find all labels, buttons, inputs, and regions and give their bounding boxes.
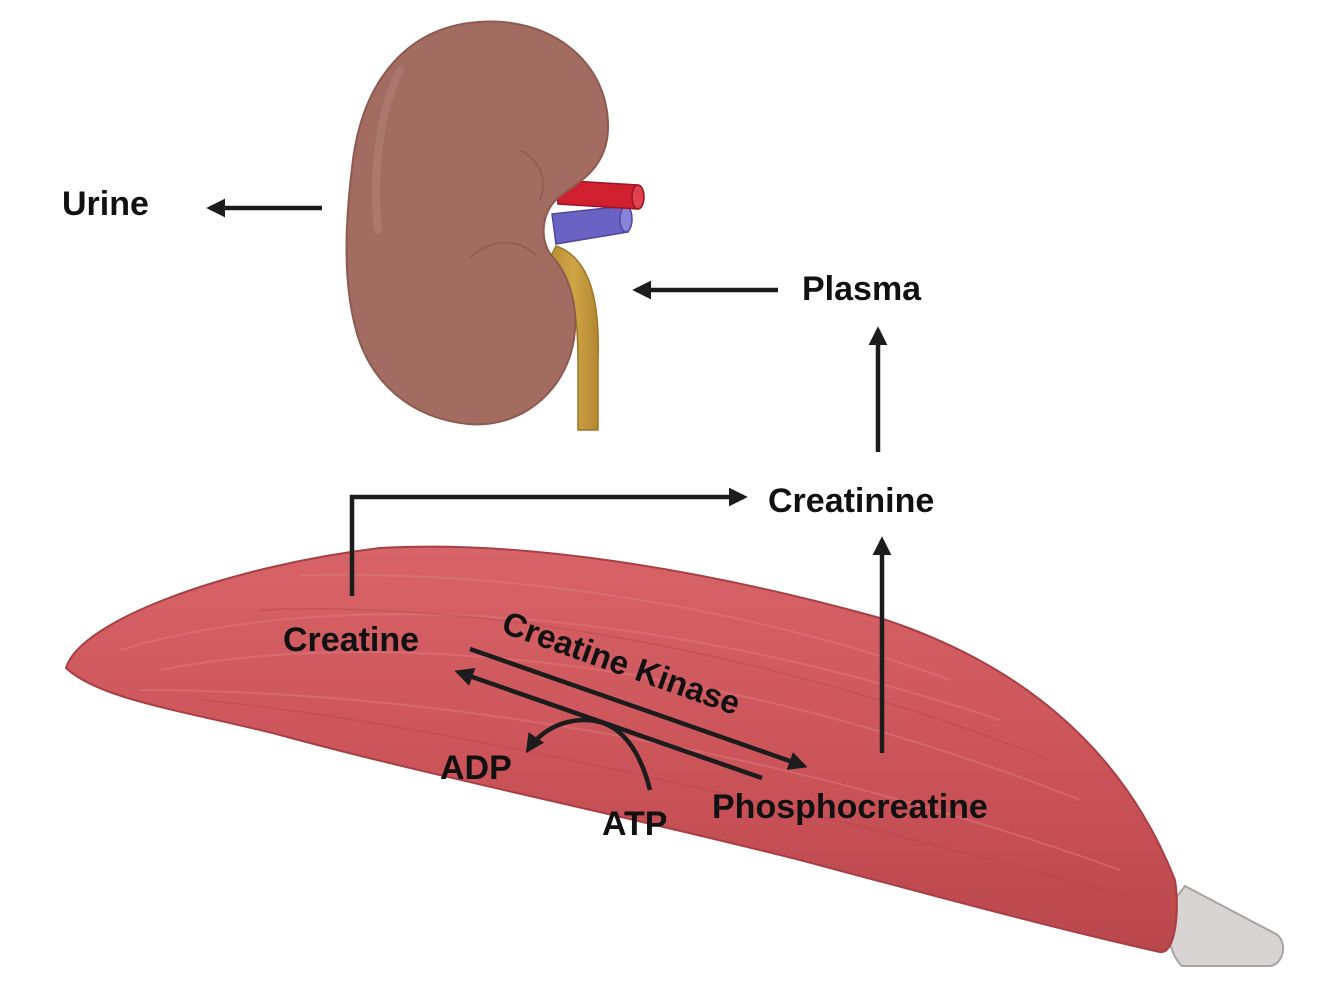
kidney-body bbox=[345, 20, 610, 426]
flow-arrows bbox=[206, 198, 892, 791]
tendon bbox=[1165, 884, 1285, 967]
arrow-creatine-to-creatinine bbox=[349, 487, 748, 596]
label-creatinine: Creatinine bbox=[768, 482, 934, 520]
label-plasma: Plasma bbox=[802, 270, 922, 308]
renal-vein bbox=[551, 205, 629, 245]
label-adp: ADP bbox=[440, 749, 512, 787]
label-urine: Urine bbox=[62, 185, 149, 223]
arrow-creatine-to-phosphocreatine bbox=[469, 646, 808, 770]
arrow-atp-to-adp bbox=[525, 717, 653, 791]
label-phosphocreatine: Phosphocreatine bbox=[712, 788, 988, 826]
muscle-illustration bbox=[64, 545, 1285, 967]
kidney-illustration bbox=[345, 20, 645, 431]
label-creatine: Creatine bbox=[283, 621, 419, 659]
muscle-belly bbox=[64, 545, 1178, 954]
label-atp: ATP bbox=[602, 805, 667, 843]
